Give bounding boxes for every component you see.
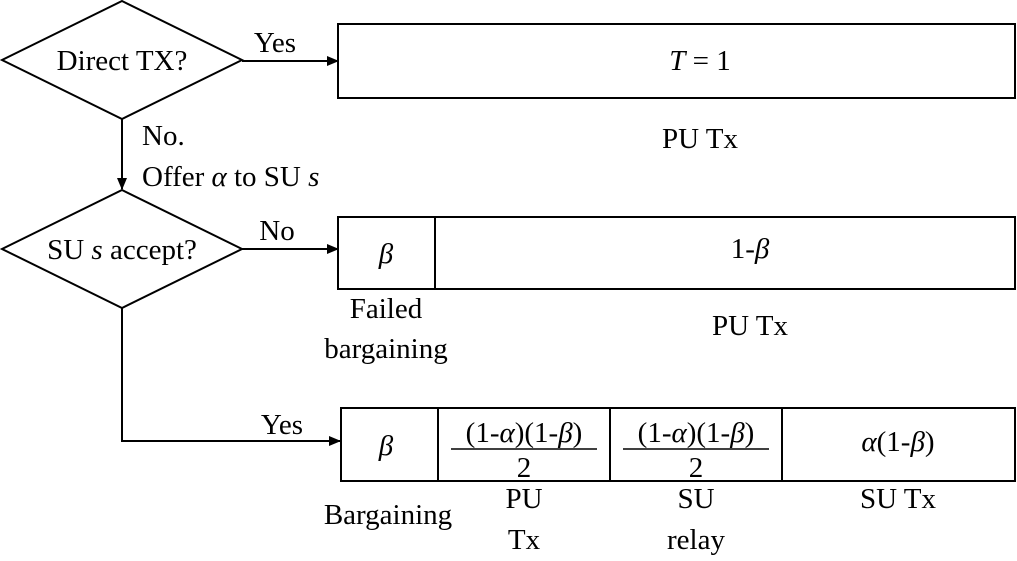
accepted-beta-label: β <box>378 430 394 462</box>
rejected-beta-label: β <box>378 238 394 270</box>
pu-caption-line2: Tx <box>508 524 541 556</box>
su-tx-share-label: α(1-β) <box>861 426 934 458</box>
direct-bar-label: T = 1 <box>669 45 731 77</box>
su-relay-fraction-numerator: (1-α)(1-β) <box>638 417 755 449</box>
su-caption-line1: SU <box>677 483 714 515</box>
rejected-pu-tx-caption: PU Tx <box>712 310 789 342</box>
direct-pu-tx-caption: PU Tx <box>662 123 739 155</box>
accept-no-label: No <box>259 215 294 247</box>
direct-no-label-line2: Offer α to SU s <box>142 161 319 193</box>
pu-caption-line1: PU <box>505 483 542 515</box>
su-caption-line2: relay <box>667 524 725 556</box>
accept-yes-arrow <box>121 308 341 446</box>
failed-bargaining-caption-line2: bargaining <box>324 333 448 365</box>
direct-yes-label: Yes <box>254 27 296 59</box>
rejected-rest-label: 1-β <box>731 233 770 265</box>
pu-tx-fraction-numerator: (1-α)(1-β) <box>466 417 583 449</box>
failed-bargaining-caption-line1: Failed <box>350 293 423 325</box>
su-relay-fraction-denominator: 2 <box>689 452 704 484</box>
direct-pu-bar <box>337 23 1016 99</box>
direct-no-label-line1: No. <box>142 120 185 152</box>
su-tx-caption: SU Tx <box>860 483 937 515</box>
su-accept-label: SU s accept? <box>47 234 197 266</box>
pu-tx-fraction-denominator: 2 <box>517 452 532 484</box>
direct-tx-label: Direct TX? <box>57 45 188 77</box>
rejected-bar <box>337 216 1016 290</box>
accept-yes-label: Yes <box>261 409 303 441</box>
bargaining-caption: Bargaining <box>324 499 452 531</box>
accepted-bar <box>340 407 1016 482</box>
